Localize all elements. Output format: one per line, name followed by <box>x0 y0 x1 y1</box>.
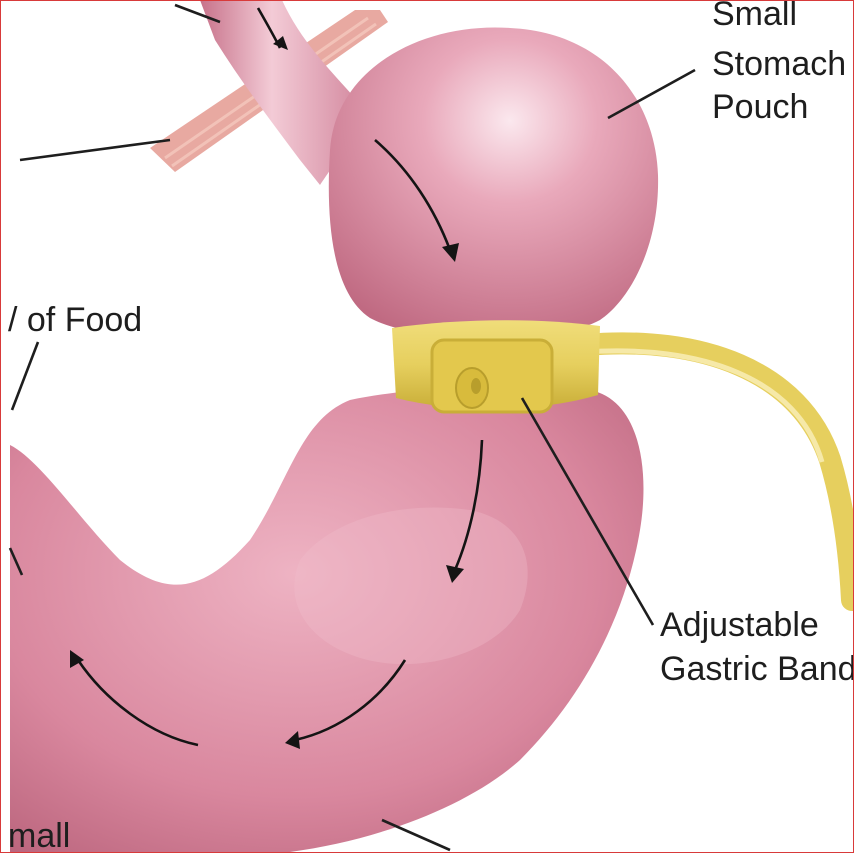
band-buckle-dot <box>471 378 481 394</box>
leader-line-bottom <box>382 820 450 850</box>
label-flow-of-food: / of Food <box>8 301 142 339</box>
label-small-stomach-pouch: Small Stomach Pouch <box>712 0 854 126</box>
label-pouch-line-2: Stomach <box>712 45 846 83</box>
label-small-fragment: mall <box>8 817 70 853</box>
label-adjustable-gastric-band: Adjustable Gastric Band <box>660 606 854 688</box>
leader-line-left <box>20 140 170 160</box>
small-stomach-pouch <box>329 27 658 338</box>
label-band-line-1: Adjustable <box>660 606 819 644</box>
label-pouch-line-1: Small <box>712 0 797 33</box>
band-buckle <box>432 340 552 412</box>
label-pouch-line-3: Pouch <box>712 88 808 126</box>
label-band-line-2: Gastric Band <box>660 650 854 688</box>
leader-line-food <box>12 342 38 410</box>
